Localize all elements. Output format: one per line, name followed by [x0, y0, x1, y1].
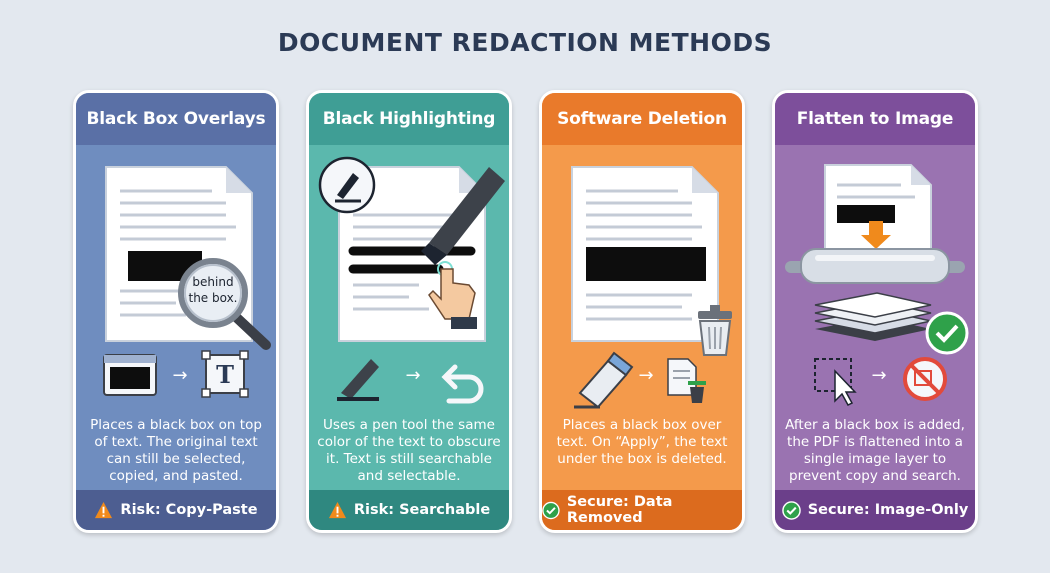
selection-cursor-icon: [814, 358, 857, 406]
warning-icon: [328, 501, 346, 518]
card-heading: Black Box Overlays: [76, 93, 276, 145]
highlighting-illustration: →: [318, 156, 505, 404]
marker-icon: [421, 167, 505, 265]
card-description: Places a black box over text. On “Apply”…: [556, 417, 728, 467]
arrow-right-icon: →: [871, 365, 886, 386]
arrow-right-icon: →: [638, 365, 653, 386]
text-select-icon: [201, 350, 249, 398]
status-label: Secure: Data Removed: [566, 494, 673, 526]
card-software-deletion: Software Deletion →: [539, 90, 745, 533]
overlay-illustration: behind the box. → T: [103, 166, 271, 398]
document-delete-icon: [667, 358, 706, 403]
warning-icon: [95, 501, 113, 518]
no-copy-icon: [903, 357, 947, 401]
check-icon: [781, 500, 801, 520]
check-icon: [542, 501, 560, 519]
marker-small-icon: [337, 359, 379, 401]
roller-icon: [785, 248, 965, 284]
card-heading: Black Highlighting: [309, 93, 509, 145]
status-badge: Risk: Copy-Paste: [76, 490, 276, 530]
black-box-window-icon: [103, 354, 157, 396]
pen-badge-icon: [318, 156, 376, 214]
card-black-box-overlays: Black Box Overlays behind the box. →: [73, 90, 279, 533]
arrow-right-icon: →: [172, 365, 187, 386]
check-badge-icon: [925, 311, 969, 355]
card-heading: Software Deletion: [542, 93, 742, 145]
status-badge: Risk: Searchable: [309, 490, 509, 530]
status-label: Risk: Copy-Paste: [120, 502, 258, 518]
page-title: DOCUMENT REDACTION METHODS: [277, 28, 773, 57]
arrow-down-icon: [861, 221, 891, 249]
magnifier-icon: [178, 258, 271, 350]
status-badge: Secure: Image-Only: [775, 490, 975, 530]
card-heading: Flatten to Image: [775, 93, 975, 145]
magnifier-text: behind: [192, 275, 233, 289]
flatten-illustration: →: [785, 164, 969, 406]
redaction-box: [586, 247, 706, 281]
trash-icon: [698, 305, 732, 356]
undo-icon: [441, 364, 484, 404]
card-description: Places a black box on top of text. The o…: [90, 417, 262, 484]
eraser-icon: [574, 351, 634, 409]
deletion-illustration: →: [571, 166, 732, 409]
card-description: After a black box is added, the PDF is f…: [785, 417, 965, 484]
card-flatten-to-image: Flatten to Image: [772, 90, 978, 533]
magnifier-text: the box.: [188, 291, 237, 305]
status-badge: Secure: Data Removed: [542, 490, 742, 530]
hand-pointer-icon: [428, 261, 477, 329]
text-cursor-glyph: T: [216, 360, 234, 389]
card-description: Uses a pen tool the same color of the te…: [317, 417, 501, 484]
arrow-right-icon: →: [405, 365, 420, 386]
status-label: Secure: Image-Only: [807, 502, 969, 518]
card-black-highlighting: Black Highlighting: [306, 90, 512, 533]
status-label: Risk: Searchable: [353, 502, 491, 518]
flattened-layers-icon: [814, 292, 932, 341]
